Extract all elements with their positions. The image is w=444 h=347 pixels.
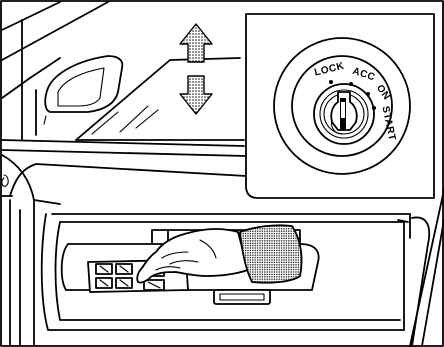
hand-icon (136, 224, 303, 284)
down-arrow-icon (179, 75, 213, 115)
up-arrow-icon (179, 23, 213, 63)
